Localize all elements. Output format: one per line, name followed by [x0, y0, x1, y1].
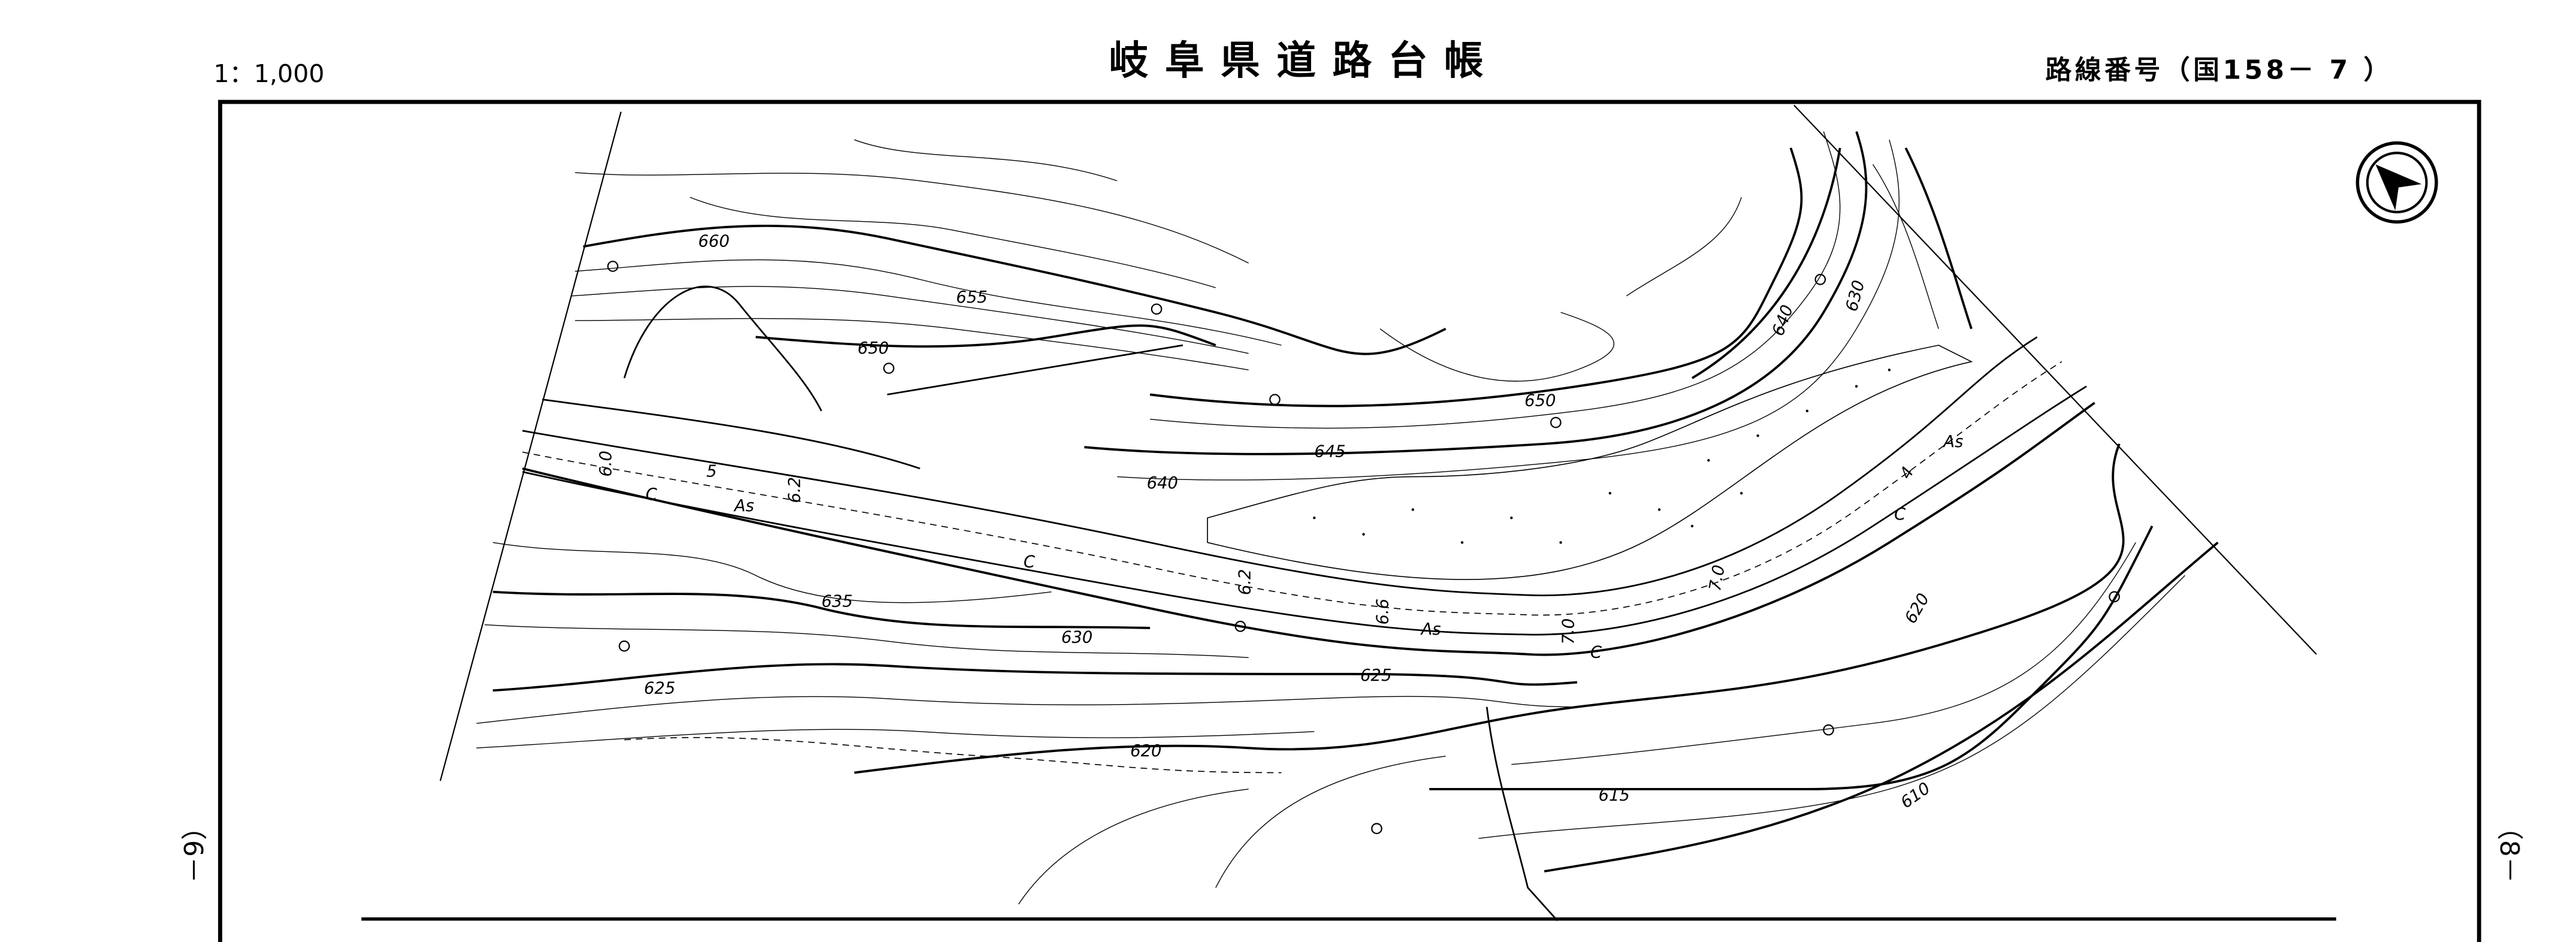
- width-label: 7.0: [1706, 564, 1729, 593]
- contour-label: 620: [1130, 742, 1161, 760]
- width-label: 5: [706, 463, 717, 481]
- surface-label-asphalt: As: [1942, 433, 1963, 451]
- contour-label: 650: [857, 339, 889, 358]
- contour-lines: [476, 131, 2219, 922]
- width-label: 4: [1896, 464, 1918, 482]
- width-label: 6.6: [1374, 599, 1393, 625]
- right-sheet-link: （8－: [2494, 814, 2524, 883]
- gutter-label: C: [1894, 505, 1906, 524]
- contour-label: 630: [1061, 629, 1092, 647]
- contour-label: 620: [1901, 590, 1933, 627]
- width-label: 6.2: [1236, 569, 1254, 596]
- road-alignment: [522, 336, 2095, 656]
- gutter-label: C: [645, 485, 657, 504]
- contour-label: 635: [822, 592, 853, 611]
- road-annotations: As As As C C C C 6.0 5 6.2 6.2 6.6 7.0 7…: [597, 433, 1964, 662]
- contour-label: 645: [1314, 443, 1345, 461]
- scale-label: 1：1,000: [213, 59, 324, 88]
- contour-label: 625: [1360, 666, 1391, 685]
- map-frame: [218, 99, 2481, 942]
- embankment-area: [1207, 345, 1973, 580]
- surface-label-asphalt: As: [1420, 620, 1441, 639]
- route-number: 路線番号（国158－ 7 ）: [2045, 55, 2393, 86]
- contour-label: 655: [956, 288, 987, 307]
- point-symbols: [607, 261, 2120, 835]
- contour-label: 640: [1147, 474, 1178, 493]
- width-label: 6.2: [786, 477, 804, 503]
- contour-label: 630: [1843, 278, 1868, 313]
- north-arrow-icon: [2355, 141, 2438, 224]
- knoll-feature: [623, 285, 823, 412]
- contour-label: 615: [1599, 786, 1630, 805]
- width-label: 7.0: [1560, 618, 1578, 645]
- surface-label-asphalt: As: [733, 497, 754, 515]
- gutter-label: C: [1023, 552, 1035, 571]
- width-label: 6.0: [597, 451, 615, 477]
- contour-label: 650: [1524, 392, 1556, 410]
- sheet-title: 岐阜県道路台帳: [1109, 37, 1500, 83]
- sheet-boundary-lines: [439, 104, 2317, 781]
- contour-labels: 660 655 650 645 640 635 630 625 620 615 …: [644, 233, 1934, 813]
- contour-label: 660: [698, 233, 729, 251]
- contour-label: 625: [644, 680, 675, 698]
- contour-label: 610: [1898, 779, 1934, 812]
- gutter-label: C: [1590, 643, 1602, 662]
- left-sheet-link: （6－: [177, 814, 208, 883]
